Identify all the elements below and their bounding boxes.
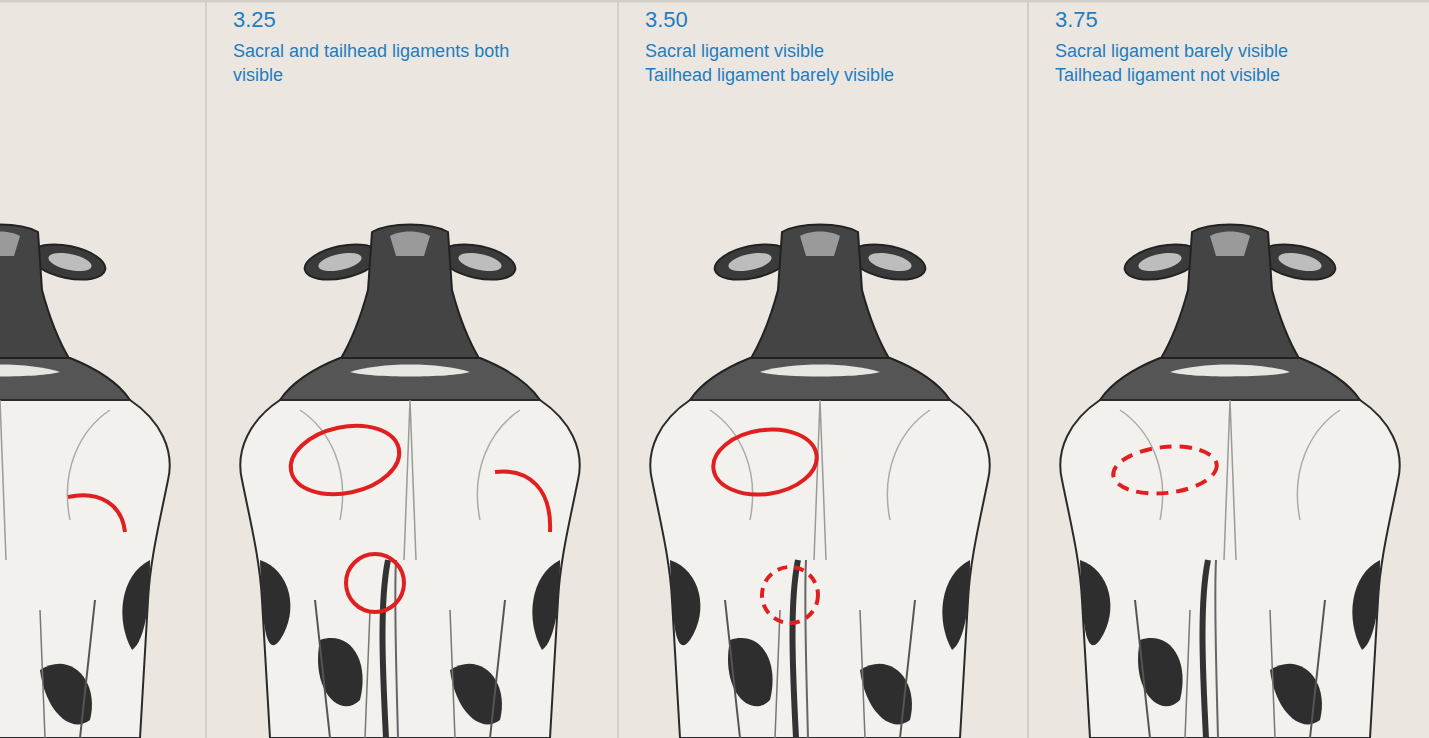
score-number: 3.25 <box>233 0 533 33</box>
red-circle <box>346 554 404 612</box>
cow-drawing <box>1060 225 1399 738</box>
red-circle <box>284 416 405 503</box>
score-panel: 3.75Sacral ligament barely visibleTailhe… <box>1027 0 1429 738</box>
score-description: Tailhead ligament not visible <box>1055 63 1423 87</box>
score-number: 3.50 <box>645 0 1015 33</box>
cow-drawing <box>650 225 989 738</box>
score-panel: 3.25Sacral and tailhead ligaments both v… <box>205 0 617 738</box>
red-mark <box>495 472 550 532</box>
red-circle <box>709 423 821 501</box>
red-dashed-circle <box>1111 442 1219 499</box>
score-panel: 3.50Sacral ligament visibleTailhead liga… <box>617 0 1028 738</box>
score-description: Tailhead ligament barely visible <box>645 63 1015 87</box>
red-mark <box>68 495 125 532</box>
cow-drawing <box>0 225 170 738</box>
top-rule <box>0 0 1429 3</box>
score-number: 3.75 <box>1055 0 1423 33</box>
score-description: Sacral ligament visible <box>645 39 1015 63</box>
score-description: Sacral and tailhead ligaments both visib… <box>233 39 533 87</box>
cow-drawing <box>240 225 579 738</box>
score-description: Sacral ligament barely visible <box>1055 39 1423 63</box>
red-dashed-circle <box>762 567 818 623</box>
